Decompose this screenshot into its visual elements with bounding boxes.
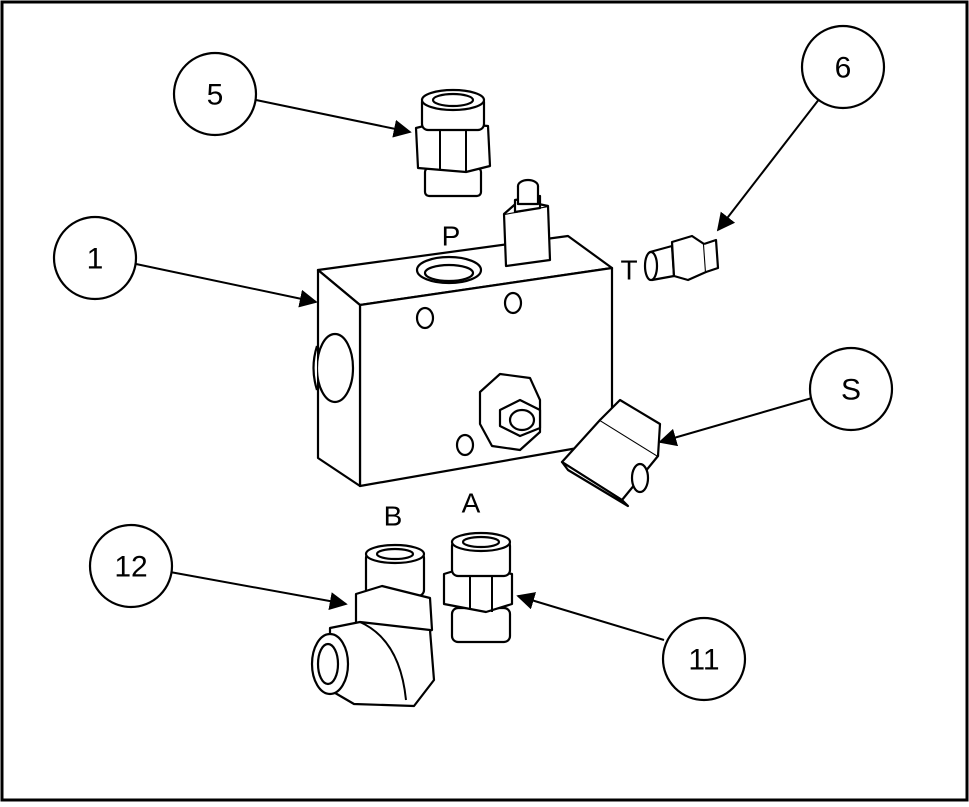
callout-5-label: 5 [207, 79, 224, 112]
fitting-11 [442, 531, 514, 644]
arrow-5 [255, 99, 412, 138]
port-label-b: B [384, 501, 403, 532]
callout-11: 11 [661, 616, 747, 702]
callout-s-label: S [841, 374, 861, 407]
callout-1: 1 [52, 215, 138, 301]
relief-cartridge [502, 178, 552, 268]
fitting-12 [310, 543, 436, 708]
callout-11-label: 11 [688, 644, 719, 677]
callout-5: 5 [172, 51, 258, 137]
callout-s: S [808, 346, 894, 432]
arrow-11 [516, 592, 665, 641]
arrow-s [658, 397, 813, 447]
callout-12-label: 12 [114, 551, 147, 584]
callout-6-label: 6 [835, 52, 852, 85]
arrow-1 [135, 263, 318, 308]
callout-6: 6 [800, 24, 886, 110]
fitting-s [560, 398, 662, 508]
arrow-6 [716, 97, 821, 232]
fitting-5 [414, 88, 492, 198]
fitting-6 [643, 234, 720, 282]
valve-block [312, 234, 614, 488]
arrow-12 [169, 571, 348, 610]
port-label-t: T [620, 255, 637, 286]
callout-1-label: 1 [87, 243, 104, 276]
port-label-a: A [462, 488, 481, 519]
callout-12: 12 [88, 523, 174, 609]
port-label-p: P [442, 221, 461, 252]
leader-arrows [135, 97, 821, 641]
